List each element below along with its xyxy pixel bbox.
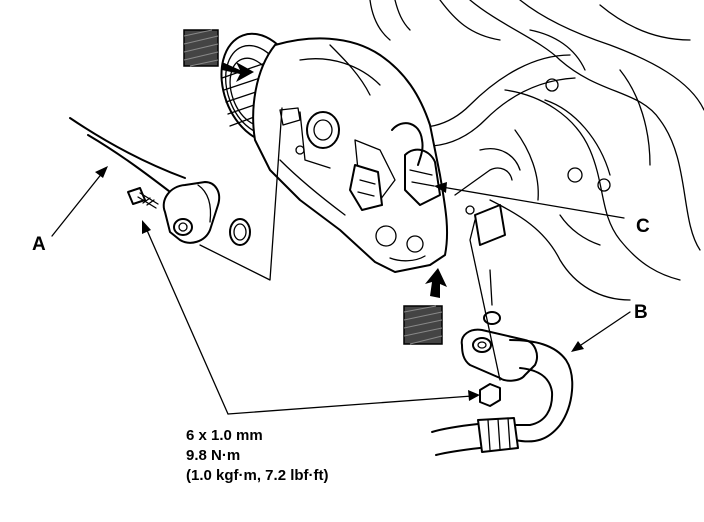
discharge-hose-b bbox=[431, 219, 574, 456]
callout-leaders bbox=[51, 166, 631, 415]
bolt-torque-text: 9.8 N·m bbox=[186, 447, 240, 464]
alignment-line-a bbox=[199, 107, 283, 281]
callout-a-label: A bbox=[32, 234, 46, 255]
new-o-ring-symbol bbox=[183, 29, 219, 67]
arrow-icon bbox=[222, 62, 254, 82]
callout-b-label: B bbox=[634, 302, 648, 323]
new-o-ring-symbol bbox=[403, 305, 443, 345]
suction-hose-a bbox=[69, 117, 251, 246]
callout-c-label: C bbox=[636, 216, 650, 237]
bolt-size-text: 6 x 1.0 mm bbox=[186, 427, 263, 444]
mounting-bolt bbox=[127, 187, 159, 209]
arrow-icon bbox=[425, 268, 447, 298]
bolt-torque-alt-text: (1.0 kgf·m, 7.2 lbf·ft) bbox=[186, 467, 329, 484]
compressor bbox=[220, 32, 521, 273]
engine-background bbox=[439, 0, 704, 301]
